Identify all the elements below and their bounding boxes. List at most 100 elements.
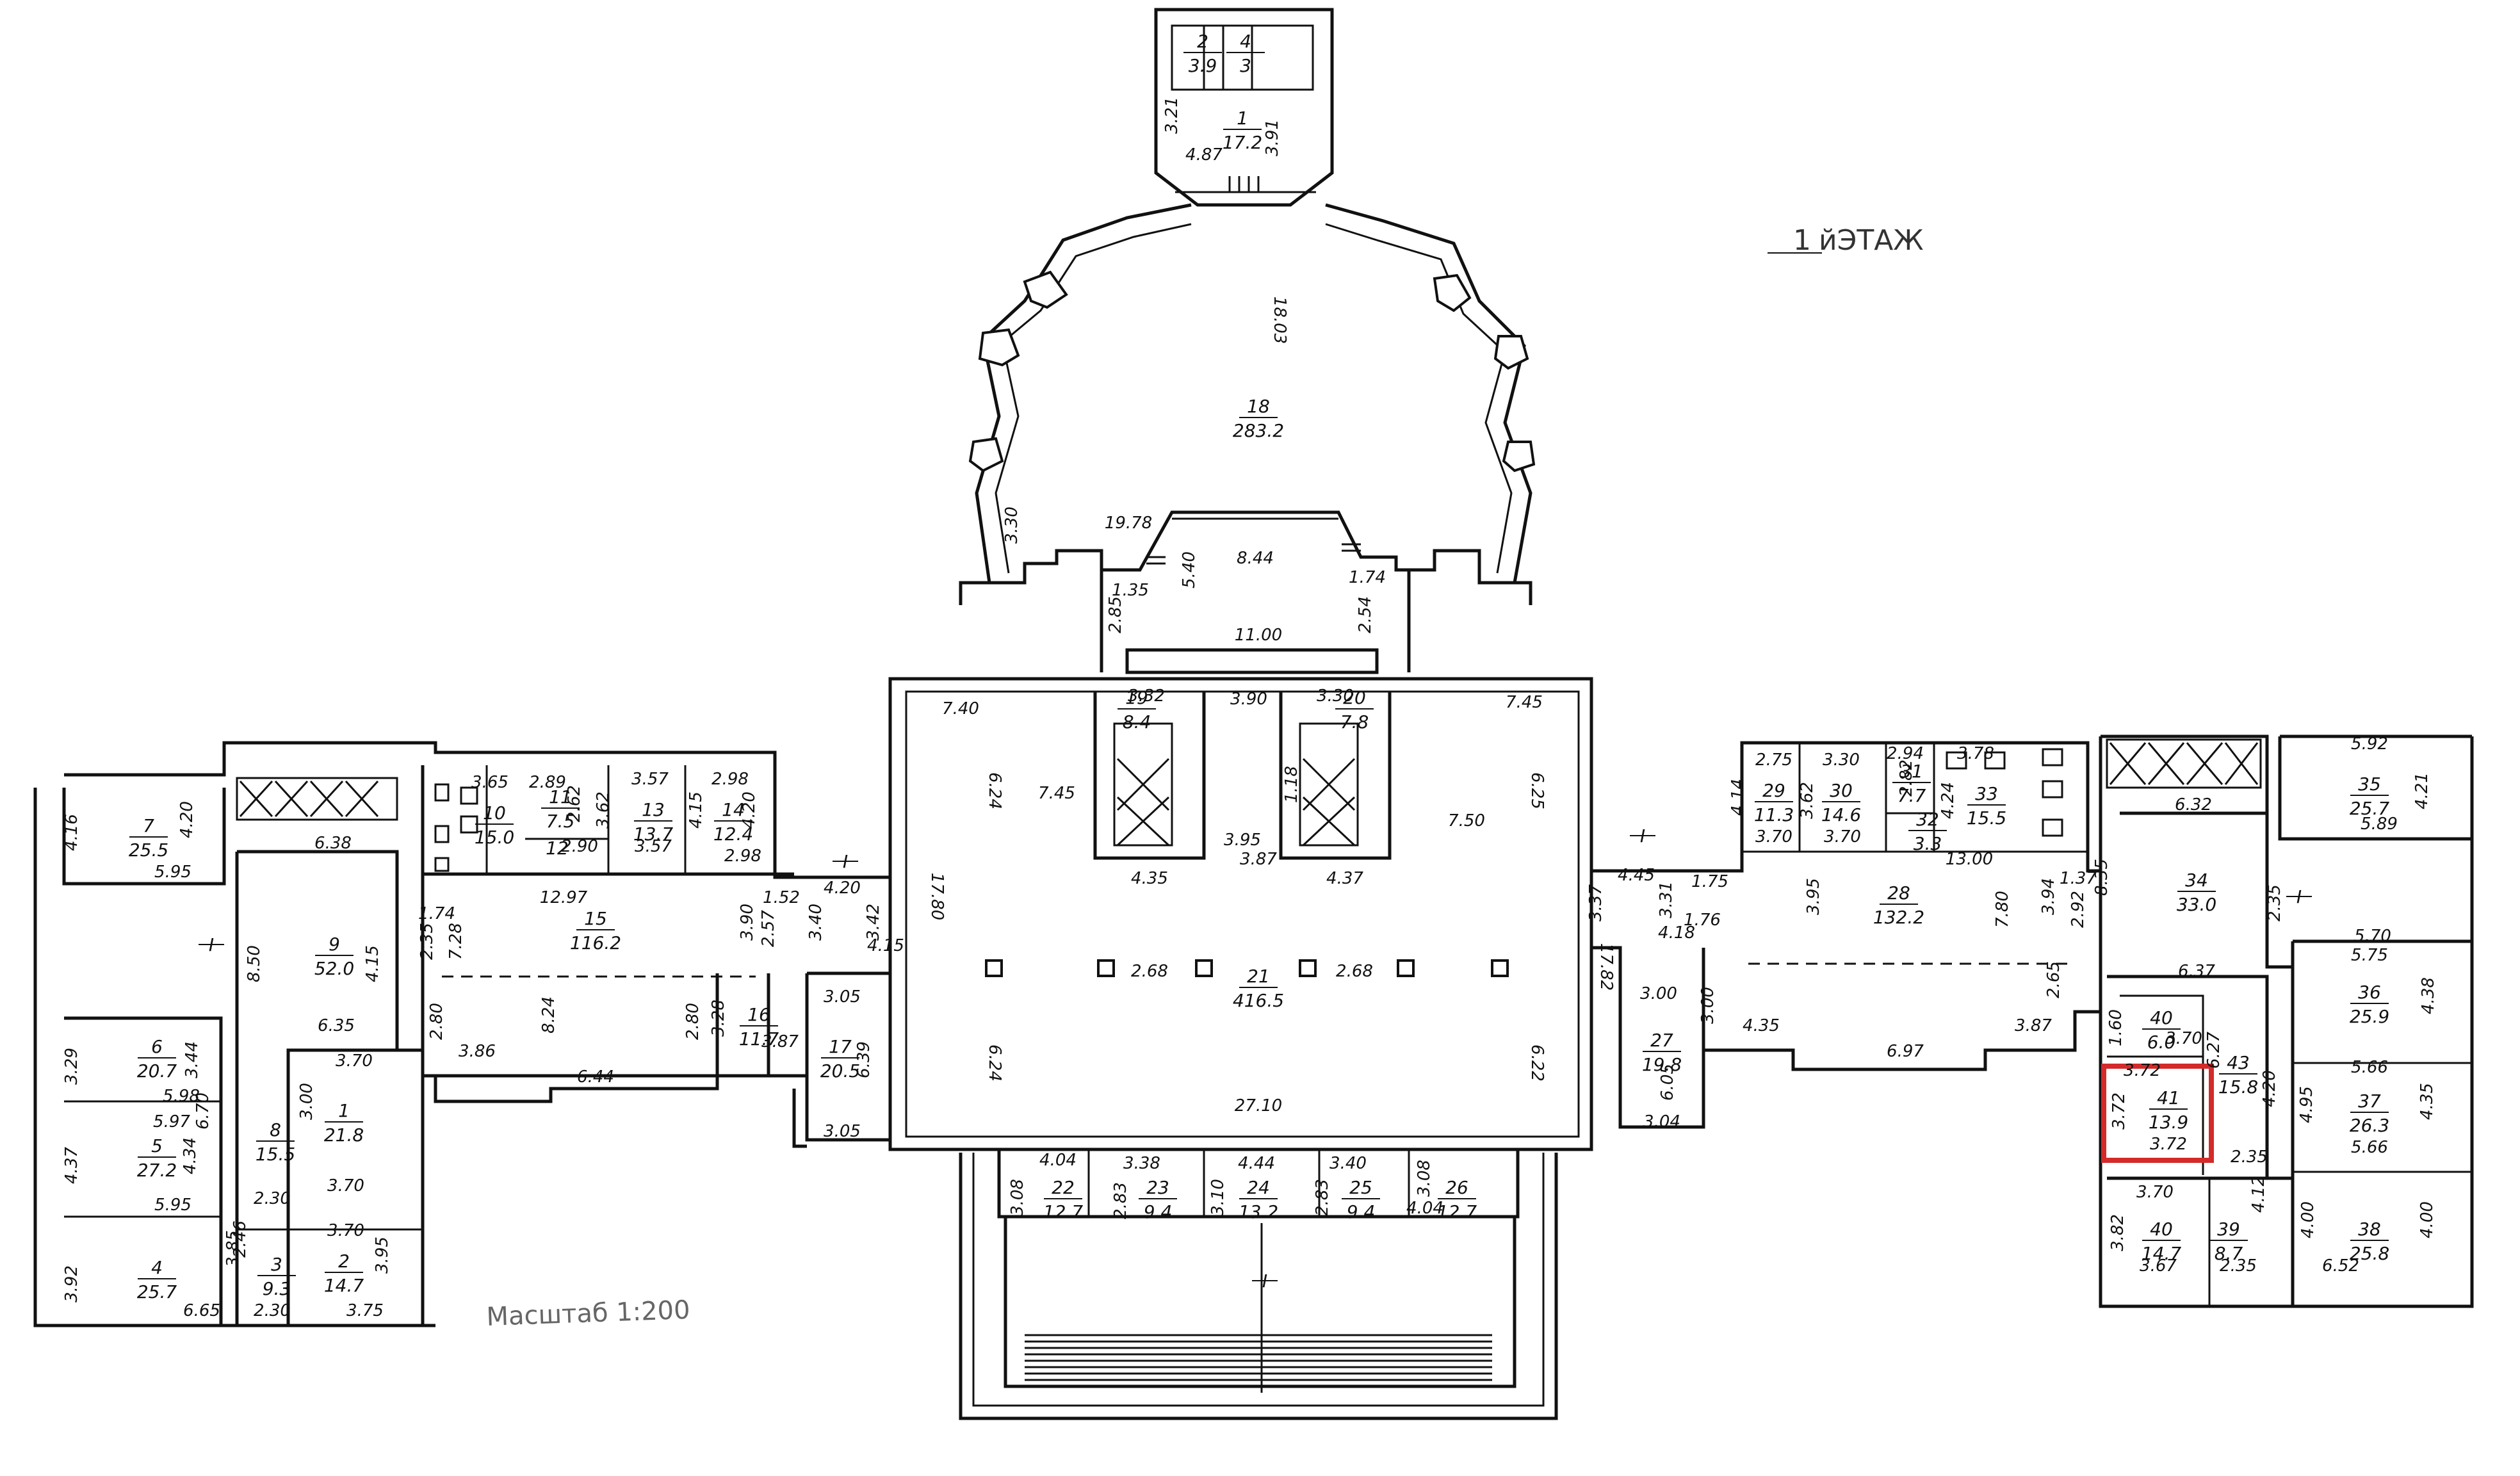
east-wing [1591,734,2474,1308]
dimension-label: 4.44 [1238,1154,1275,1173]
room-area: 20.7 [137,1060,177,1082]
dimension-label: 3.72 [2124,1061,2161,1080]
dimension-label: 3.86 [459,1042,496,1061]
room-12: 12 [546,838,569,859]
room-32: 323.3 [1908,809,1947,854]
dimension-label: 3.62 [1798,782,1817,819]
dimension-label: 3.30 [1002,507,1021,544]
room-4: 43 [1226,31,1265,76]
dimension-label: 5.95 [154,1196,191,1215]
room-number: 1 [1237,108,1248,129]
room-area: 11.3 [1754,804,1794,825]
dimension-label: 4.35 [1131,869,1168,888]
room-number: 17 [829,1036,852,1057]
room-number: 13 [642,799,665,820]
axis-mark-label: I [209,934,214,955]
room-area: 19.8 [1642,1054,1682,1075]
dimension-label: 4.35 [1743,1016,1780,1035]
room-area: 20.5 [820,1060,860,1082]
room-number: 5 [151,1135,163,1156]
dimension-label: 3.70 [327,1221,364,1240]
dimension-label: 6.44 [577,1067,614,1087]
dimension-label: 4.20 [177,801,197,838]
dimension-label: 2.30 [254,1301,291,1320]
dimension-label: 2.83 [1111,1182,1130,1219]
dimension-label: 4.16 [62,814,81,851]
dimension-label: 7.28 [446,923,466,960]
room-area: 9.3 [263,1278,291,1299]
dimension-label: 4.95 [2297,1086,2316,1123]
dimension-label: 4.45 [1618,866,1655,885]
room-number: 10 [483,802,506,823]
dimension-label: 3.67 [2140,1256,2177,1276]
room-number: 19 [1125,687,1148,708]
dimension-label: 3.87 [2015,1016,2052,1035]
room-area: 33.0 [2177,894,2216,915]
dimension-label: 4.87 [1185,145,1223,165]
dimension-label: 4.04 [1039,1151,1077,1170]
room-5: 527.2 [137,1135,177,1181]
dimension-label: 3.92 [62,1265,81,1302]
room-number: 24 [1247,1177,1270,1198]
dimension-label: 1.74 [1349,568,1386,587]
room-number: 41 [2157,1087,2180,1108]
dimension-label: 4.15 [687,791,706,829]
room-number: 25 [1349,1177,1372,1198]
room-number: 32 [1916,809,1939,830]
room-2: 214.7 [324,1251,364,1296]
room-area: 13.2 [1239,1201,1278,1222]
dimension-label: 1.76 [1684,911,1721,930]
room-number: 30 [1830,780,1853,801]
room-number: 43 [2227,1052,2250,1073]
axis-mark: I [199,934,224,955]
room-area: 25.9 [2350,1006,2389,1027]
room-area: 12.7 [1043,1201,1084,1222]
room-number: 20 [1343,687,1366,708]
west-wing [33,741,890,1327]
dimension-label: 3.90 [1230,690,1267,709]
dimension-label: 27.10 [1235,1096,1282,1115]
room-17: 17 20.5 [820,1036,860,1082]
dimension-label: 17.82 [1597,943,1616,991]
dimension-label: 3.05 [824,987,861,1007]
dimension-label: 6.97 [1887,1042,1924,1061]
room-area: 14.7 [2142,1243,2182,1264]
room-area: 13.9 [2149,1112,2188,1133]
room-number: 15 [584,908,607,929]
room-19: 198.4 [1118,687,1156,733]
dimension-label: 7.50 [1448,811,1485,831]
room-labels: 117.223.94318283.2725.5952.01015.0117.51… [129,31,2390,1302]
room-number: 26 [1445,1177,1468,1198]
dimension-label: 2.35 [418,923,437,960]
dimension-label: 3.21 [1162,97,1182,134]
floor-title: 1 йЭТАЖ [1768,224,1924,257]
dimension-label: 3.72 [2150,1135,2187,1154]
room-number: 29 [1762,780,1785,801]
dimension-label: 3.87 [761,1032,799,1051]
dimension-label: 8.50 [245,945,264,982]
floor-number: 1 [1793,224,1811,257]
dimension-label: 2.90 [561,837,598,856]
room-area: 12.4 [713,823,753,845]
dimension-label: 6.38 [314,834,352,853]
dimension-label: 3.00 [1698,987,1718,1024]
dimension-label: 6.24 [985,1044,1004,1082]
room-area: 21.8 [324,1124,364,1146]
dimension-label: 6.22 [1527,1044,1547,1082]
axis-mark-label: I [1640,825,1645,847]
dimension-label: 3.40 [1329,1154,1367,1173]
dimension-label: 7.45 [1038,784,1075,803]
dimension-label: 12.97 [540,888,588,907]
room-29: 29 11.3 [1754,780,1794,825]
dimension-label: 3.30 [1317,686,1354,706]
dimension-label: 6.25 [1527,772,1547,809]
dimension-label: 2.35 [2265,884,2284,921]
